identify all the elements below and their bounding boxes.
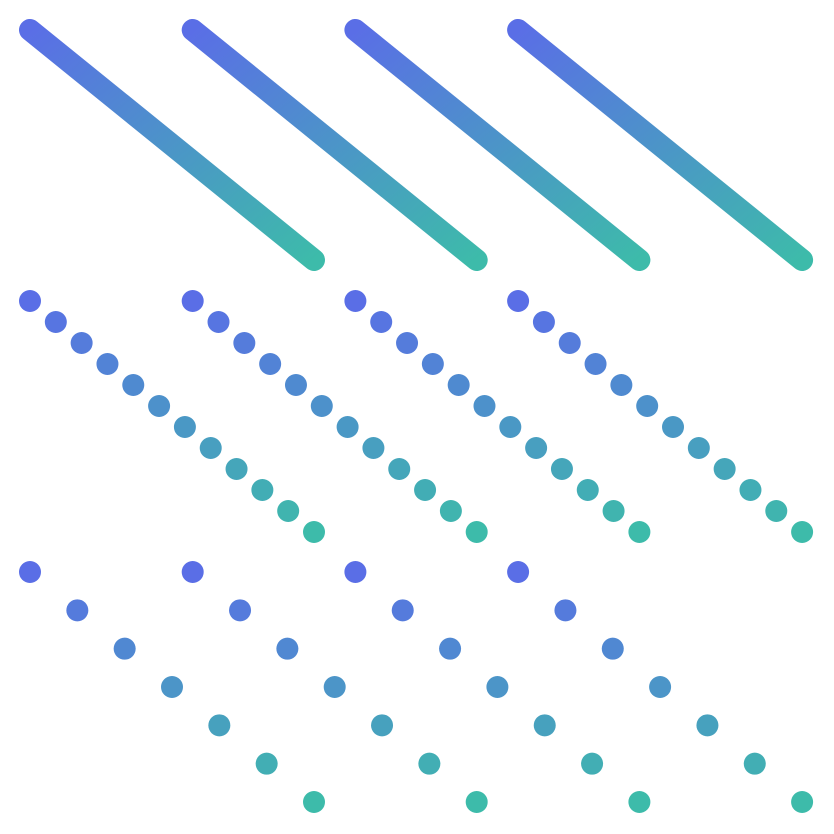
- dot: [284, 374, 307, 396]
- diagonal-line: [507, 19, 814, 271]
- dot: [473, 395, 496, 417]
- dense-dotted-lines-row: [19, 290, 814, 543]
- dot: [439, 637, 462, 660]
- dot: [336, 416, 359, 438]
- dot: [371, 714, 394, 737]
- dot: [229, 599, 252, 622]
- dot: [421, 353, 444, 375]
- dot: [525, 437, 548, 459]
- dot: [696, 714, 719, 737]
- dot: [362, 437, 385, 459]
- solid-lines-row: [19, 19, 814, 271]
- dot: [199, 437, 222, 459]
- dot: [532, 311, 555, 333]
- dot: [303, 791, 325, 813]
- dot: [251, 479, 274, 501]
- dot: [447, 374, 470, 396]
- dot: [396, 332, 419, 354]
- dot: [628, 791, 651, 813]
- dot: [791, 791, 814, 813]
- dot: [44, 311, 67, 333]
- dot: [558, 332, 581, 354]
- dot: [391, 599, 414, 622]
- dot: [507, 561, 530, 583]
- dot: [344, 290, 367, 312]
- dot: [370, 311, 393, 333]
- diagonal-line: [181, 19, 488, 271]
- dot: [791, 521, 814, 543]
- dot: [303, 521, 325, 543]
- dot: [649, 676, 672, 698]
- dot: [636, 395, 659, 417]
- dot: [576, 479, 599, 501]
- dot: [310, 395, 333, 417]
- dot: [277, 500, 300, 522]
- dot: [601, 637, 624, 660]
- dot: [70, 332, 93, 354]
- dot: [533, 714, 556, 737]
- dot: [181, 290, 204, 312]
- dot: [344, 561, 367, 583]
- dot: [687, 437, 710, 459]
- dot: [550, 458, 573, 480]
- dot: [148, 395, 171, 417]
- dot: [225, 458, 248, 480]
- dot: [465, 521, 488, 543]
- dot: [173, 416, 196, 438]
- dot: [765, 500, 788, 522]
- dot: [584, 353, 607, 375]
- dot: [581, 752, 604, 775]
- dot: [122, 374, 145, 396]
- dot: [19, 561, 41, 583]
- dot: [259, 353, 282, 375]
- dot: [113, 637, 136, 660]
- dot: [554, 599, 577, 622]
- dot: [66, 599, 89, 622]
- dot: [255, 752, 278, 775]
- dot: [439, 500, 462, 522]
- diagonal-line: [19, 19, 325, 271]
- dot: [208, 714, 231, 737]
- dot: [276, 637, 299, 660]
- dot: [610, 374, 633, 396]
- dot: [628, 521, 651, 543]
- dot: [414, 479, 437, 501]
- dot: [388, 458, 411, 480]
- dot: [418, 752, 441, 775]
- dot: [602, 500, 625, 522]
- dot: [161, 676, 183, 698]
- dot: [499, 416, 522, 438]
- dot: [96, 353, 119, 375]
- dot: [713, 458, 736, 480]
- dot: [743, 752, 766, 775]
- dot: [739, 479, 762, 501]
- dot: [207, 311, 230, 333]
- dot: [233, 332, 256, 354]
- dot: [323, 676, 346, 698]
- dot: [181, 561, 204, 583]
- sparse-dotted-lines-row: [19, 561, 814, 813]
- dot: [19, 290, 41, 312]
- dot: [465, 791, 488, 813]
- diagonal-line: [344, 19, 651, 271]
- dot: [507, 290, 530, 312]
- dot: [486, 676, 509, 698]
- dot: [662, 416, 685, 438]
